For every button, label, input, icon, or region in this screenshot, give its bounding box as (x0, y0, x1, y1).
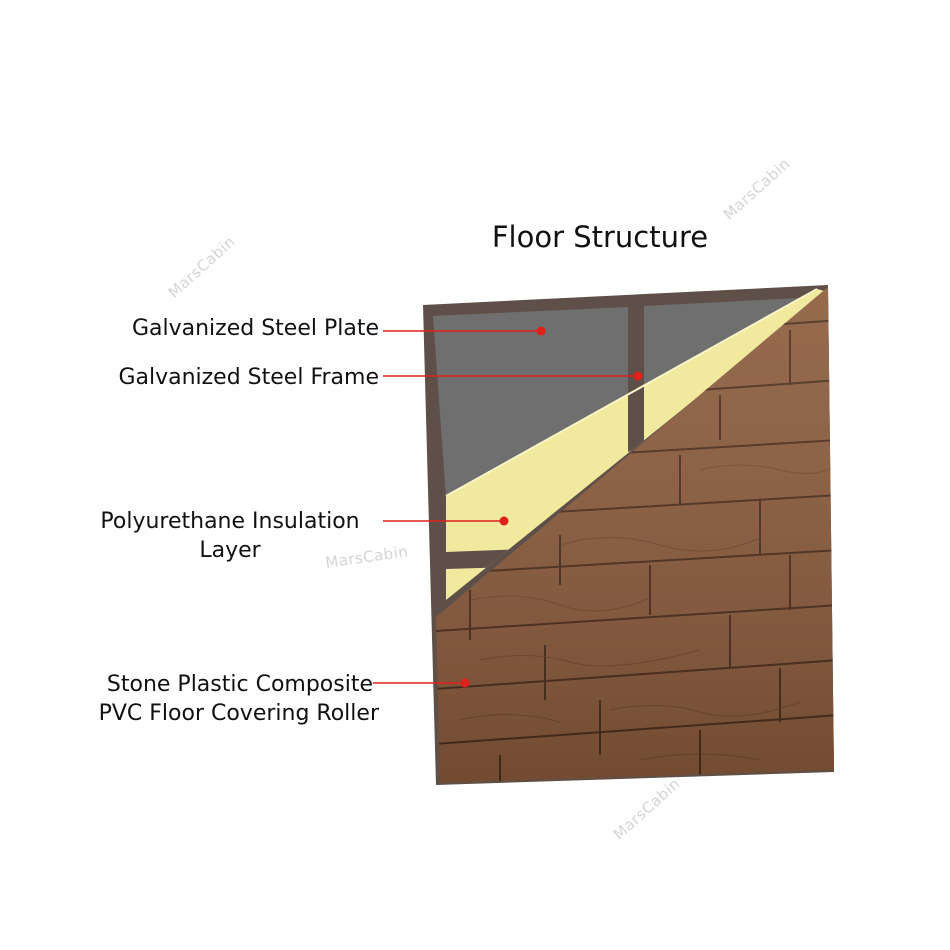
label-line: Layer (199, 538, 261, 563)
marker-dot-steel-frame (633, 371, 643, 381)
marker-dot-steel-plate (536, 326, 546, 336)
marker-dot-insulation (499, 516, 509, 526)
diagram-title: Floor Structure (491, 220, 709, 254)
label-line: Stone Plastic Composite (106, 672, 373, 697)
label-galvanized-steel-plate: Galvanized Steel Plate (19, 314, 379, 343)
label-stone-plastic-composite: Stone Plastic Composite PVC Floor Coveri… (19, 670, 379, 728)
label-line: PVC Floor Covering Roller (98, 701, 379, 726)
label-polyurethane-insulation: Polyurethane Insulation Layer (80, 507, 380, 565)
marker-dot-floor-covering (460, 678, 470, 688)
label-line: Polyurethane Insulation (100, 509, 360, 534)
label-line: Galvanized Steel Plate (131, 316, 379, 341)
label-line: Galvanized Steel Frame (118, 365, 379, 390)
insulation-edge (445, 288, 818, 497)
steel-plate-panel-right (644, 289, 820, 386)
label-galvanized-steel-frame: Galvanized Steel Frame (19, 363, 379, 392)
